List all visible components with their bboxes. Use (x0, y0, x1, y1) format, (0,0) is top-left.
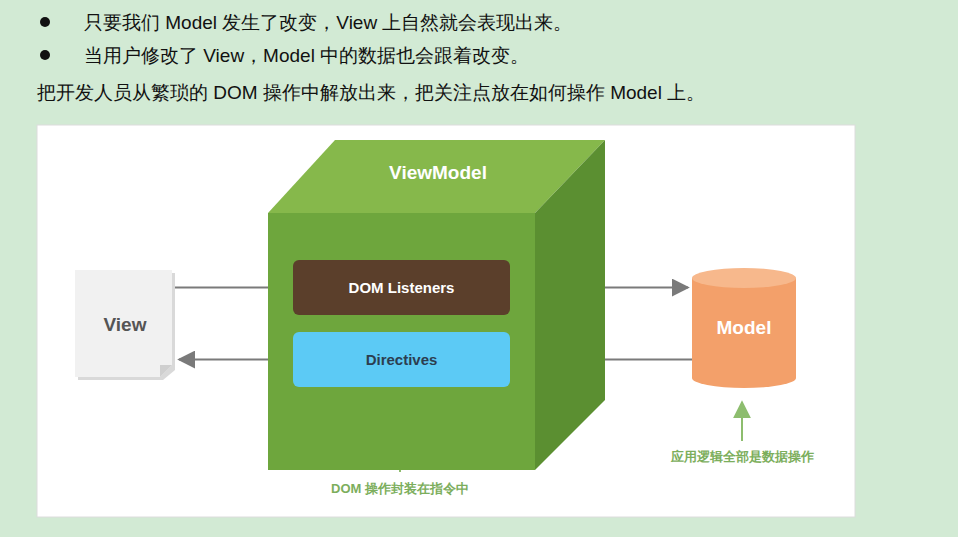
node-label: DOM Listeners (349, 279, 455, 296)
node-label: Model (717, 317, 772, 339)
node-label: ViewModel (308, 162, 568, 184)
node-label: View (104, 314, 147, 336)
annotation-label: DOM 操作封装在指令中 (331, 480, 469, 498)
bullet-dot (40, 17, 50, 27)
directives-box: Directives (293, 332, 510, 387)
bullet-text: 把开发人员从繁琐的 DOM 操作中解放出来，把关注点放在如何操作 Model 上… (37, 80, 705, 106)
viewmodel-cube: DOM ListenersDirectives ViewModel (268, 140, 605, 470)
node-label: Directives (366, 351, 438, 368)
bullet-dot (40, 50, 50, 60)
view-page: View (75, 270, 175, 380)
bullet-text: 当用户修改了 View，Model 中的数据也会跟着改变。 (84, 43, 529, 69)
dom-listeners-box: DOM Listeners (293, 260, 510, 315)
model-cylinder: Model (692, 268, 796, 388)
bullet-text: 只要我们 Model 发生了改变，View 上自然就会表现出来。 (84, 10, 572, 36)
annotation-label: 应用逻辑全部是数据操作 (671, 448, 814, 466)
leader-arrow (741, 402, 743, 441)
white-panel (37, 125, 855, 517)
